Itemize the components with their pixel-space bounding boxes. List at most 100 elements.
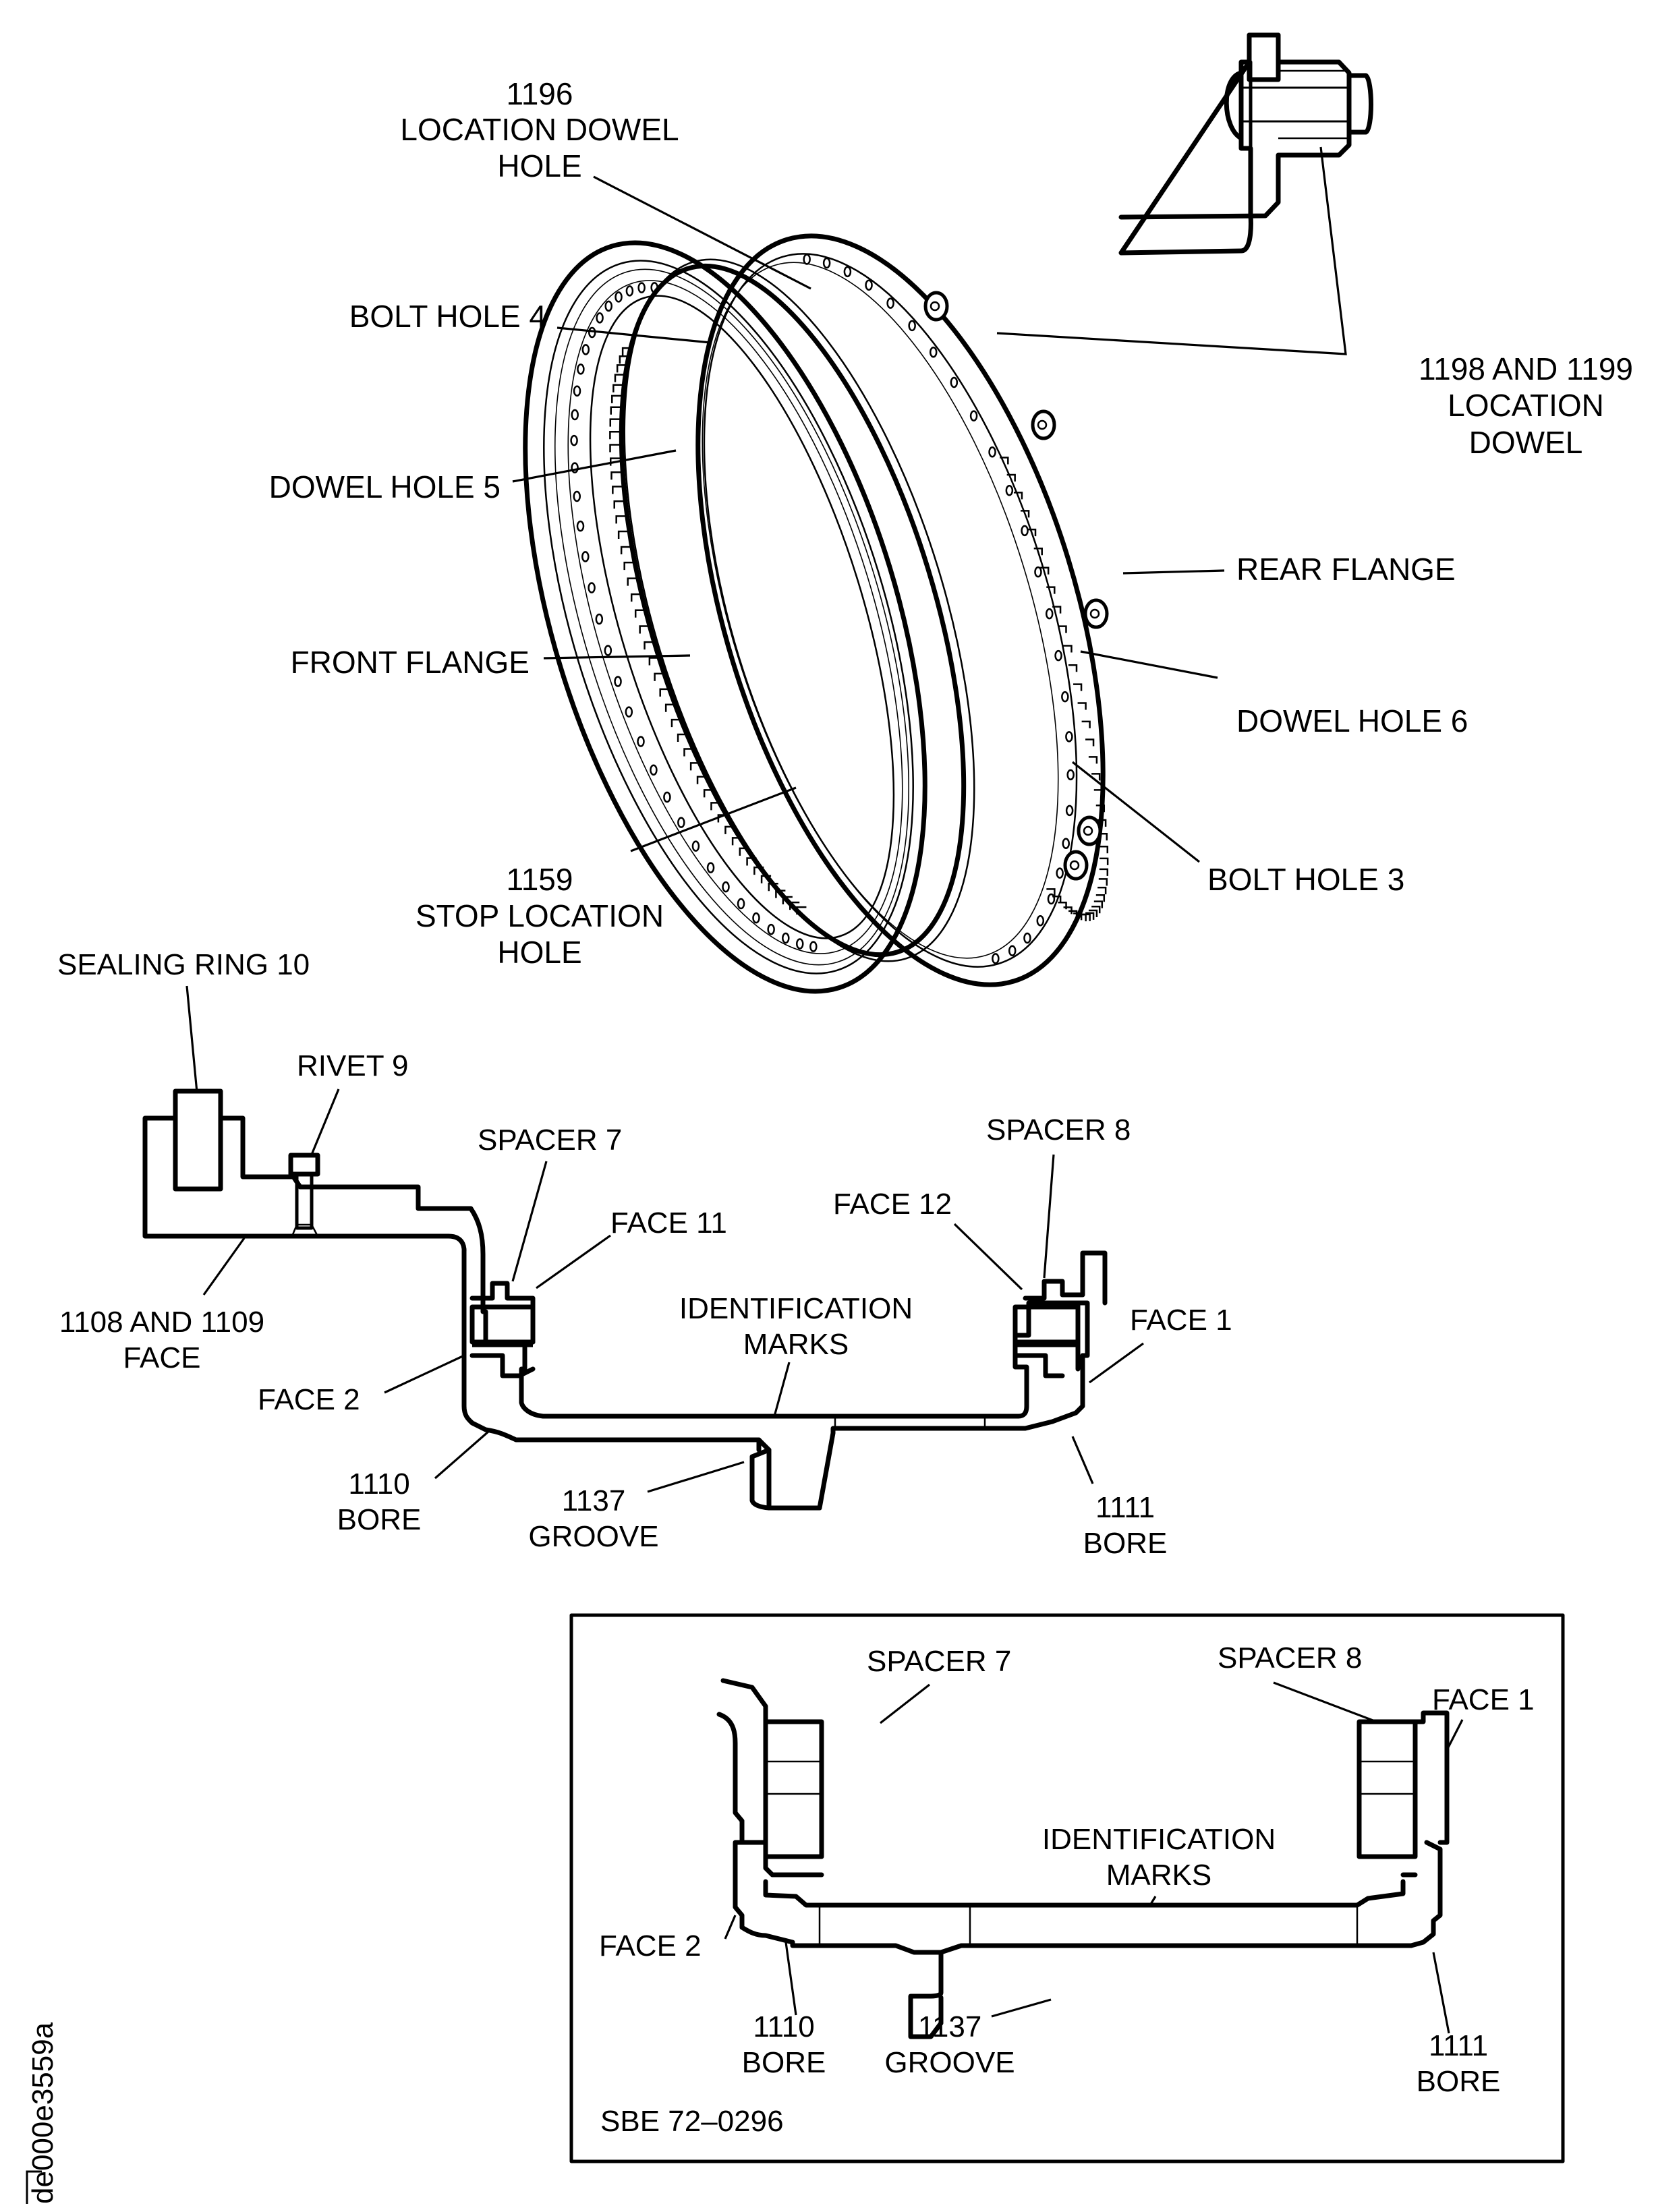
bolt-hole [706,862,715,873]
label-text: IDENTIFICATION [1042,1823,1276,1856]
bolt-hole [588,582,596,593]
slot [1046,586,1056,594]
label-text: BORE [1083,1527,1168,1560]
slot [644,641,654,650]
label-bolt-hole-4: BOLT HOLE 4 [349,299,711,344]
slot [627,577,637,586]
label-spacer-7-section: SPACER 7 [478,1124,622,1282]
slot [731,837,743,846]
bolt-hole [1008,945,1017,957]
label-dowel-hole-5: DOWEL HOLE 5 [269,449,677,504]
bolt-hole [614,676,622,687]
label-text: 1137 [918,2010,982,2043]
rear-flange-outer [695,233,1106,987]
label-bore-1110-inset: 1110 BORE [742,1942,826,2079]
slot [1058,625,1067,633]
bolt-hole [581,344,590,355]
slot [612,384,623,392]
location-dowels [923,291,1109,881]
bolt-hole [576,520,585,532]
bolt-hole [865,279,873,291]
dowel [1083,598,1109,629]
slot [1013,492,1023,500]
label-face-12: FACE 12 [833,1188,1023,1291]
bolt-hole [1047,893,1056,905]
label-text: SPACER 8 [1218,1641,1362,1675]
label-stop-location-hole: 1159 STOP LOCATION HOLE [416,786,797,970]
slot [1052,606,1062,614]
cooling-slots [609,347,1109,922]
bolt-hole [809,941,818,952]
bolt-hole [1056,867,1064,879]
label-text: SPACER 7 [867,1645,1011,1678]
slot [615,515,626,524]
label-text: LOCATION DOWEL [400,112,679,147]
label-text: BORE [337,1503,422,1536]
label-text: DOWEL HOLE 5 [269,469,501,504]
bolt-hole [691,840,700,852]
label-text: 1111 [1095,1491,1155,1524]
bolt-hole [752,912,760,924]
slot [623,561,634,571]
slot [796,906,807,915]
slot [1093,789,1104,797]
slot [1099,868,1109,876]
front-flange-line [554,268,909,966]
bolt-hole [969,410,978,421]
dowel [1031,409,1056,440]
slot [689,762,701,771]
bolt-hole [950,376,959,388]
bolt-hole [803,254,811,265]
label-text: 1196 [507,76,573,111]
slot [677,733,688,743]
slot [1085,738,1095,747]
slot [609,418,620,427]
bolt-hole [596,312,604,324]
label-text: FACE 1 [1130,1304,1232,1337]
label-text: HOLE [497,148,581,183]
label-text: SEALING RING 10 [57,948,310,981]
slot [753,866,764,875]
bolt-hole [886,297,894,309]
label-bore-1111-section: 1111 BORE [1071,1436,1168,1560]
bolt-hole [1005,485,1014,496]
slot [1040,566,1050,575]
label-text: GROOVE [528,1520,658,1553]
label-text: FACE 2 [258,1383,360,1416]
bolt-hole [588,326,596,339]
bolt-hole [571,462,579,473]
bolt-hole [782,932,790,944]
slot [768,883,778,892]
slot [654,672,664,681]
label-spacer-8-section: SPACER 8 [986,1113,1131,1279]
slot [1091,773,1101,781]
slot [703,789,714,798]
dowel [1077,815,1102,846]
slot [696,776,708,784]
bolt-hole [1066,769,1075,781]
bolt-hole [843,266,852,278]
label-face-2-inset: FACE 2 [599,1915,737,1962]
slot [621,347,633,356]
label-bore-1110-section: 1110 BORE [337,1430,490,1536]
bolt-hole [650,764,658,776]
slot [1098,878,1108,886]
label-face-2-section: FACE 2 [258,1354,465,1416]
bolt-hole [637,736,645,747]
bolt-hole [595,613,604,625]
label-text: BOLT HOLE 3 [1207,862,1404,897]
slot [1068,664,1078,672]
bolt-holes [570,254,1075,964]
reference-label: SBE 72–0296 [600,2105,784,2138]
label-face-1-inset: FACE 1 [1432,1683,1535,1751]
bolt-hole [573,385,581,397]
label-text: SPACER 8 [986,1113,1131,1146]
label-location-dowel-hole: 1196 LOCATION DOWEL HOLE [400,76,811,290]
slot [1091,905,1101,914]
bolt-hole [625,706,633,718]
label-rivet: RIVET 9 [297,1049,408,1155]
label-text: BOLT HOLE 4 [349,299,546,334]
slot [612,486,623,494]
slot [1097,886,1107,895]
